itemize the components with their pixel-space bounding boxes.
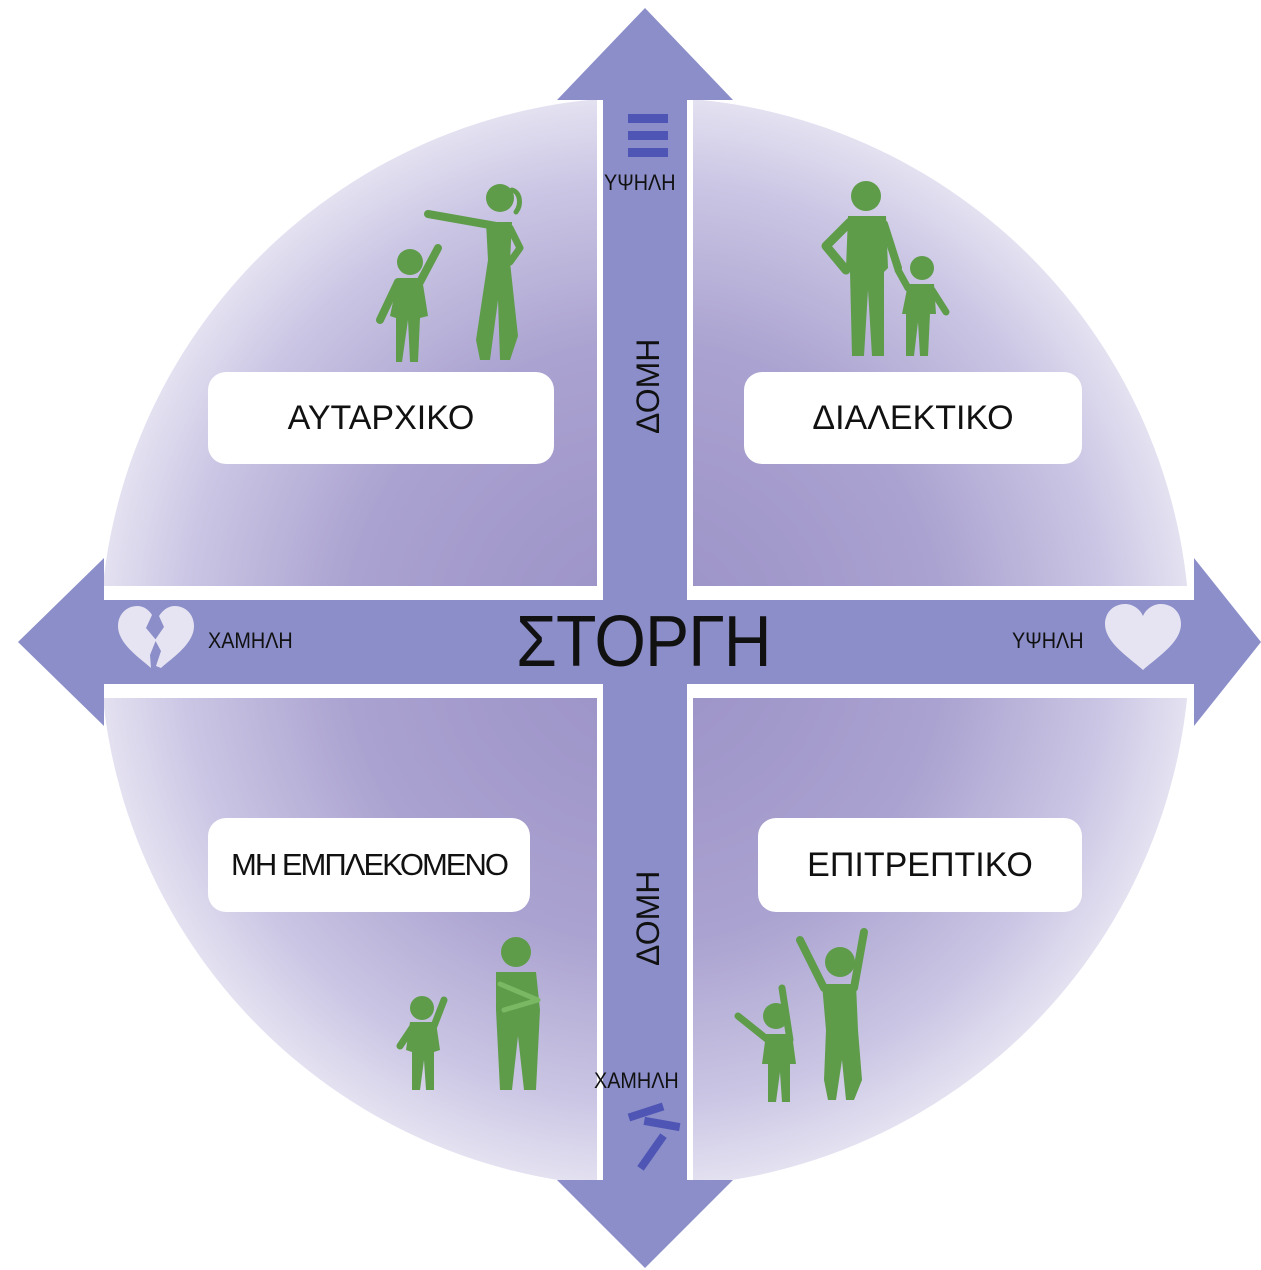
uninvolved-figures xyxy=(396,937,541,1090)
quadrant-label-authoritative: ΔΙΑΛΕΚΤΙΚΟ xyxy=(812,399,1014,437)
vertical-axis-name-upper: ΔΟΜΗ xyxy=(630,338,666,434)
vertical-high-label: ΥΨΗΛΗ xyxy=(604,170,676,195)
stacked-bars-icon xyxy=(628,114,668,157)
quadrant-label-uninvolved: ΜΗ ΕΜΠΛΕΚΟΜΕΝΟ xyxy=(231,847,509,882)
quadrant-box-bottom-right xyxy=(758,818,1082,912)
center-title: ΣΤΟΡΓΗ xyxy=(516,602,772,682)
quadrant-box-top-right xyxy=(744,372,1082,464)
scattered-bars-icon xyxy=(627,1102,681,1171)
broken-heart-icon xyxy=(118,606,194,668)
quadrant-box-top-left xyxy=(208,372,554,464)
permissive-figures xyxy=(734,928,868,1102)
quadrant-label-permissive: ΕΠΙΤΡΕΠΤΙΚΟ xyxy=(807,846,1033,884)
authoritative-figures xyxy=(821,181,950,356)
horizontal-high-label: ΥΨΗΛΗ xyxy=(1012,628,1084,653)
heart-icon xyxy=(1105,604,1181,670)
horizontal-low-label: ΧΑΜΗΛΗ xyxy=(208,628,293,653)
quadrant-label-authoritarian: ΑΥΤΑΡΧΙΚΟ xyxy=(287,399,475,437)
authoritarian-figures xyxy=(376,184,524,362)
quadrant-box-bottom-left xyxy=(208,818,530,912)
vertical-axis-name-lower: ΔΟΜΗ xyxy=(630,870,666,966)
horizontal-axis-arrow xyxy=(18,558,1261,726)
vertical-low-label: ΧΑΜΗΛΗ xyxy=(594,1068,679,1093)
